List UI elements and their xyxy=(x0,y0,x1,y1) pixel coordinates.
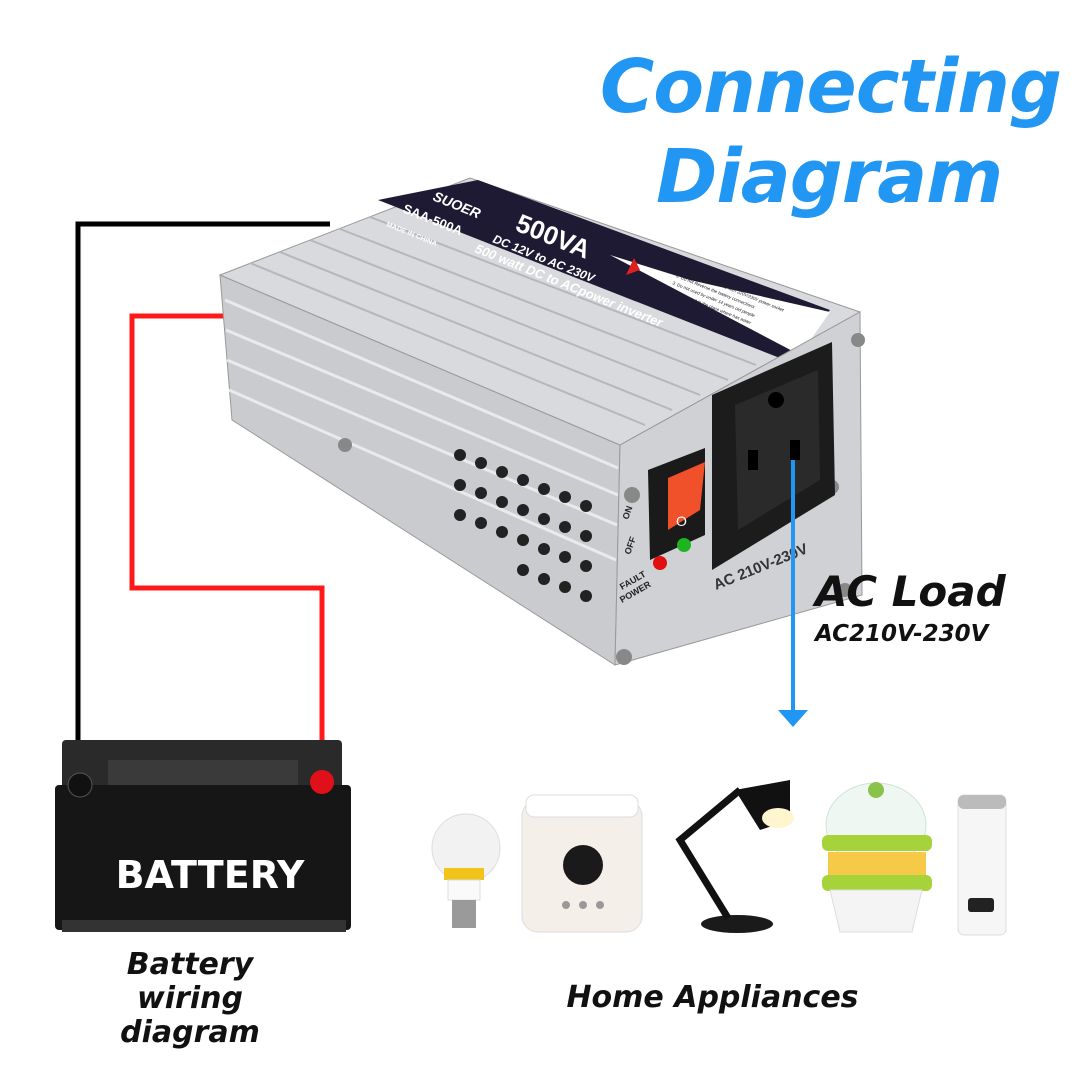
positive-wire xyxy=(129,313,325,775)
title-line2: Diagram xyxy=(656,134,1003,220)
battery-caption: Battery wiring diagram xyxy=(70,948,310,1050)
positive-terminal xyxy=(310,770,334,794)
battery-label: BATTERY xyxy=(116,853,305,897)
switch-mark: O xyxy=(676,513,687,529)
light-bulb xyxy=(431,813,501,928)
battery: BATTERY xyxy=(55,740,351,932)
switch-on-label: ON xyxy=(620,505,634,521)
fault-led xyxy=(653,556,667,570)
vent-holes xyxy=(454,449,592,602)
portable-kettle xyxy=(957,794,1007,936)
negative-terminal xyxy=(67,772,93,798)
screw-icon xyxy=(624,487,640,503)
negative-wire xyxy=(75,221,330,790)
desk-lamp xyxy=(675,780,794,933)
inverter: SUOER SAA-500A MADE IN CHINA 500VA DC 12… xyxy=(218,177,865,666)
screw-icon xyxy=(616,649,632,665)
inverter-label-strip xyxy=(378,180,830,362)
screw-icon xyxy=(838,583,852,597)
title-line1: Connecting xyxy=(600,44,1062,130)
switch-rocker[interactable] xyxy=(668,462,705,530)
arrow-head-icon xyxy=(778,710,808,727)
power-led xyxy=(677,538,691,552)
warning-panel xyxy=(610,255,830,355)
screw-icon xyxy=(338,438,352,452)
rice-cooker xyxy=(521,794,643,933)
ac-load-voltage: AC210V-230V xyxy=(815,621,989,647)
egg-steamer xyxy=(822,782,932,933)
battery-caption-line1: Battery wiring xyxy=(126,947,254,1016)
ac-load-title: AC Load xyxy=(815,567,1006,616)
battery-caption-line2: diagram xyxy=(120,1015,260,1050)
warning-triangle-icon xyxy=(626,258,640,275)
screw-icon xyxy=(851,333,865,347)
appliances-caption: Home Appliances xyxy=(566,980,859,1015)
